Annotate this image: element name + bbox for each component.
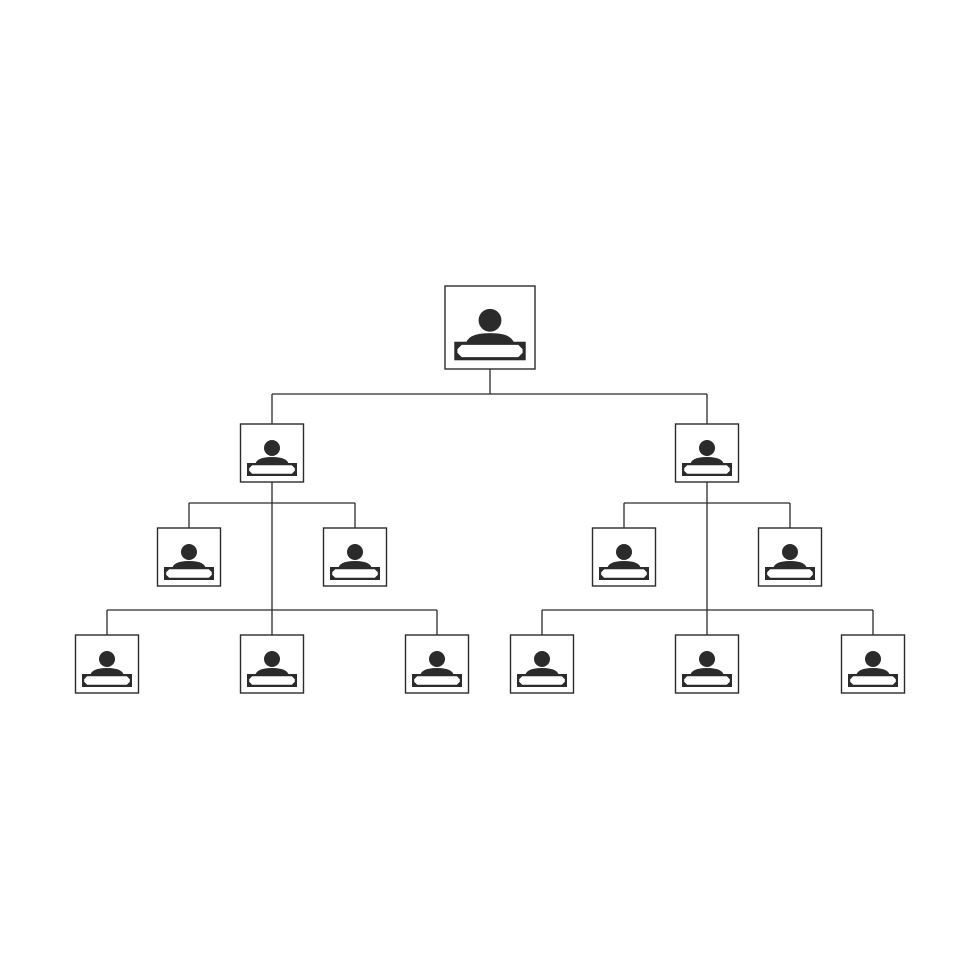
org-node-left-b bbox=[322, 527, 388, 587]
name-plate-blank bbox=[457, 344, 523, 358]
name-plate-blank bbox=[767, 569, 813, 578]
name-plate-blank bbox=[414, 676, 460, 685]
org-node-right-d bbox=[674, 634, 740, 694]
org-node-right-b bbox=[757, 527, 823, 587]
connector-lines bbox=[106, 369, 874, 635]
name-plate-blank bbox=[249, 676, 295, 685]
org-node-left-a bbox=[156, 527, 222, 587]
person-head bbox=[264, 440, 280, 456]
person-head bbox=[181, 544, 197, 560]
name-plate-blank bbox=[601, 569, 647, 578]
name-plate-blank bbox=[84, 676, 130, 685]
org-node-right-a bbox=[591, 527, 657, 587]
person-head bbox=[699, 440, 715, 456]
org-node-right-manager bbox=[674, 423, 740, 483]
name-plate-blank bbox=[166, 569, 212, 578]
name-plate-blank bbox=[519, 676, 565, 685]
person-head bbox=[616, 544, 632, 560]
person-head bbox=[534, 651, 550, 667]
name-plate-blank bbox=[249, 465, 295, 474]
org-node-left-e bbox=[404, 634, 470, 694]
person-head bbox=[699, 651, 715, 667]
name-plate-blank bbox=[684, 676, 730, 685]
person-head bbox=[264, 651, 280, 667]
person-head bbox=[429, 651, 445, 667]
org-node-left-d bbox=[239, 634, 305, 694]
org-node-root bbox=[444, 285, 536, 370]
person-head bbox=[99, 651, 115, 667]
org-node-right-c bbox=[509, 634, 575, 694]
person-head bbox=[865, 651, 881, 667]
node-layer bbox=[74, 285, 906, 694]
person-head bbox=[782, 544, 798, 560]
person-head bbox=[478, 308, 502, 332]
org-node-left-c bbox=[74, 634, 140, 694]
name-plate-blank bbox=[850, 676, 896, 685]
name-plate-blank bbox=[684, 465, 730, 474]
name-plate-blank bbox=[332, 569, 378, 578]
person-head bbox=[347, 544, 363, 560]
org-node-right-e bbox=[840, 634, 906, 694]
org-node-left-manager bbox=[239, 423, 305, 483]
